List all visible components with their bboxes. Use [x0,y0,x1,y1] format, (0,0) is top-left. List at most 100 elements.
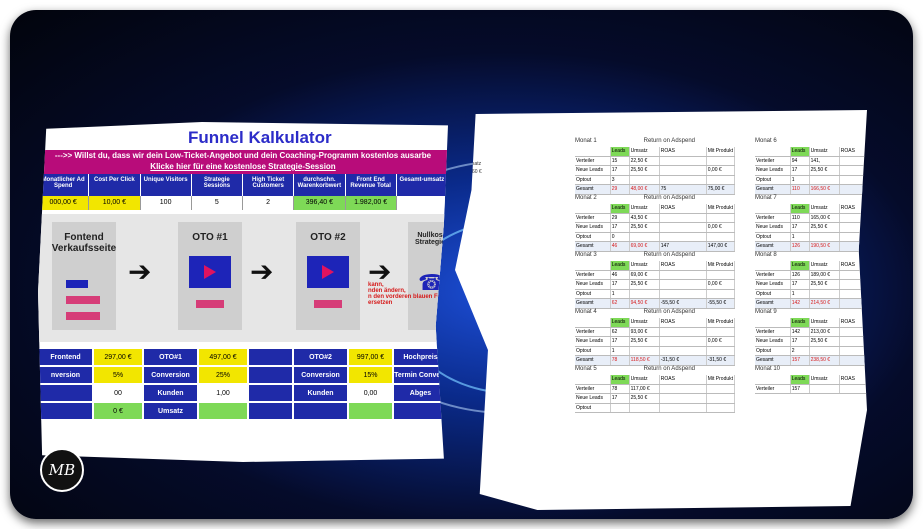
sheet-cell: 94,50 € [630,299,660,308]
sheet-cell: 214,50 € [810,299,840,308]
sheet-cell: 22,50 € [630,156,660,165]
sheet-cell: 1 [791,289,810,298]
sheet-cell: -31,50 € [707,356,735,365]
sheet-cell [660,394,707,403]
conversion-cell [248,402,293,420]
sheet-cell: Neue Leads [575,166,611,175]
conversion-cell: OTO#1 [143,348,198,366]
sheet-header-cell: Umsatz [630,375,660,384]
sheet-cell: Verteiler [755,213,791,222]
metric-value: 000,00 € [38,196,90,210]
metric-header: Front End Revenue Total [346,174,397,196]
metric-header: durchschn. Warenkorbwert [294,174,346,196]
sheet-cell: 1 [611,289,630,298]
arrow-right-icon: ➔ [368,256,392,287]
sheet-cell [887,290,913,299]
sheet-cell: Verteiler [755,270,791,279]
sheet-cell [887,157,913,166]
sheet-cell: 17 [791,223,810,232]
sheet-cell [707,156,735,165]
sheet-cell: Neue Leads [755,280,791,289]
sheet-cell: Verteiler [755,156,791,165]
sheet-header-cell: Leads [610,261,630,270]
sheet-cell: 1 [791,232,810,241]
sheet-cell: 147 [660,242,707,251]
month-title: Monat 8 [755,252,867,261]
cta-line-2[interactable]: Klicke hier für eine kostenlose Strategi… [150,162,336,171]
conversion-cell: 497,00 € [198,348,248,366]
month-label: Monat 3 [575,252,597,258]
sheet-cell [840,328,867,337]
conversion-cell [38,402,93,420]
sheet-cell: 1 [611,346,630,355]
sheet-cell [840,176,867,185]
sheet-cell [887,280,913,289]
sheet-cell [707,394,735,403]
arrow-right-icon: ➔ [250,256,274,287]
conversion-cell [293,402,348,420]
sheet-header-cell: Umsatz [630,261,660,270]
sheet-header-cell: ROAS [840,147,867,156]
sheet-cell: Optout [575,403,611,412]
conversion-cell: Umsatz [143,402,198,420]
sheet-cell: Optout [575,346,611,355]
sheet-cell [660,346,707,355]
sheet-cell: 29 [611,185,630,194]
sheet-cell [660,327,707,336]
metric-value: 100 [140,196,192,210]
sheet-header-cell: Umsatz [810,261,840,270]
sheet-header-cell: Mit Produkt [707,147,735,156]
conversion-cell: 997,00 € [348,348,393,366]
sheet-cell: 142 [791,327,810,336]
conversion-cell: 00 [93,384,143,402]
sheet-cell: 1 [791,175,810,184]
conversion-cell: 0,00 [348,384,393,402]
sheet-cell [810,289,840,298]
sheet-header-cell [575,375,611,384]
cta-banner[interactable]: --->> Willst du, dass wir dein Low-Ticke… [38,150,448,174]
conversion-cell: 5% [93,366,143,384]
metric-value: 396,40 € [294,196,346,210]
sheet-cell: Gesamt [755,185,791,194]
sheet-header-cell: Umsatz [810,318,840,327]
sheet-cell: 157 [791,356,810,365]
sheet-cell [840,185,867,194]
video-icon [189,256,231,288]
sheet-cell: Optout [755,232,791,241]
sheet-cell [840,280,867,289]
sheet-cell: 0,00 € [707,280,735,289]
sheet-cell: 238,50 € [810,356,840,365]
sheet-cell [840,347,867,356]
funnel-calculator-panel: Funnel Kalkulator --->> Willst du, dass … [38,122,448,462]
sheet-header-cell: Leads [790,204,810,213]
sheet-cell: 93,00 € [630,327,660,336]
sheet-cell [707,232,735,241]
sheet-cell: 190,50 € [810,242,840,251]
sheet-cell: 25,50 € [630,166,660,175]
month-label: Monat 9 [755,309,777,315]
sheet-cell: 25,50 € [810,280,840,289]
conversion-cell [348,402,393,420]
sheet-header-cell: Mit Produkt [707,375,735,384]
month-label: Monat 6 [755,138,777,144]
month-label: Monat 5 [575,366,597,372]
sheet-header-cell: Mit Produkt [887,205,913,211]
sheet-header-cell [755,375,791,384]
sheet-cell: Optout [575,175,611,184]
sheet-cell [707,403,735,412]
sheet-cell: 141, [810,156,840,165]
